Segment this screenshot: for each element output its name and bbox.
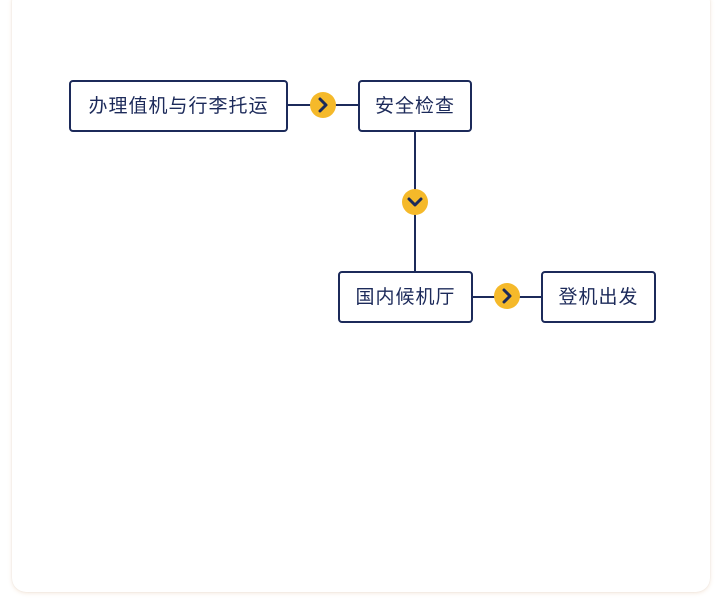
step-domestic-lounge: 国内候机厅: [338, 271, 473, 323]
step-checkin-baggage: 办理值机与行李托运: [69, 80, 288, 132]
step-boarding: 登机出发: [541, 271, 656, 323]
chevron-right-icon: [310, 92, 336, 118]
chevron-down-icon: [402, 189, 428, 215]
step-security-check: 安全检查: [358, 80, 472, 132]
chevron-right-icon: [494, 283, 520, 309]
